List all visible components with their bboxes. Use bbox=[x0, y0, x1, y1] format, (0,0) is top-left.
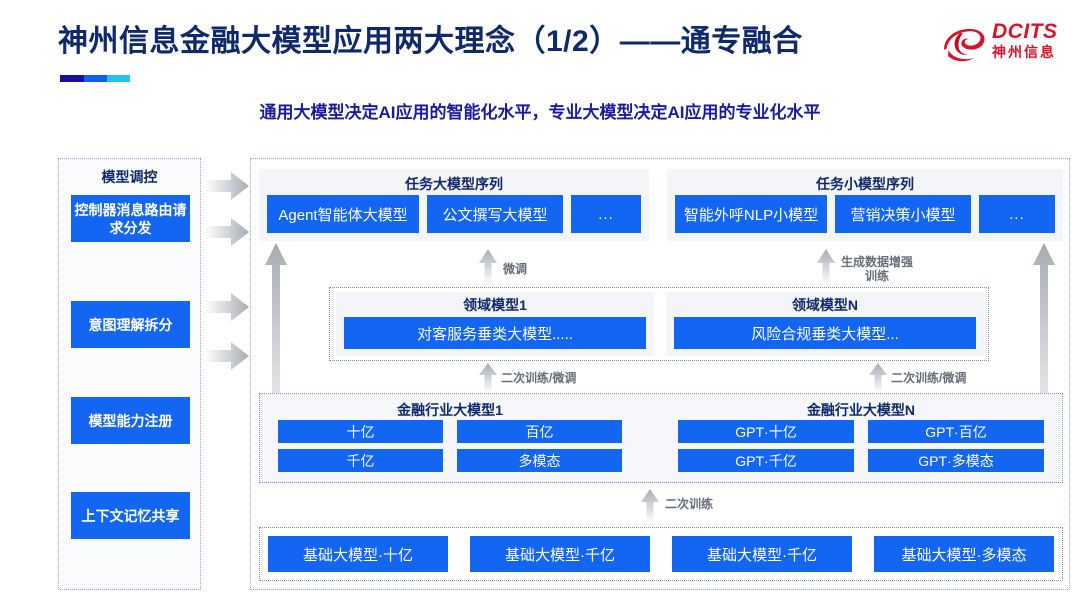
industry-model-1-title: 金融行业大模型1 bbox=[397, 402, 503, 418]
industry-model-n-card: 金融行业大模型N GPT·十亿 GPT·百亿 GPT·千亿 GPT·多模态 bbox=[670, 398, 1052, 480]
domain-model-1-card: 领域模型1 对客服务垂类大模型..... bbox=[336, 292, 654, 356]
right-arrow-icon-1 bbox=[205, 172, 249, 200]
underline-segment-2 bbox=[84, 75, 107, 82]
industry-model-n-cells: GPT·十亿 GPT·百亿 GPT·千亿 GPT·多模态 bbox=[678, 420, 1044, 472]
cell-industry1-hundred-billion[interactable]: 千亿 bbox=[278, 449, 443, 472]
logo-text: DCITS 神州信息 bbox=[992, 21, 1058, 61]
industry-model-1-card: 金融行业大模型1 十亿 百亿 千亿 多模态 bbox=[270, 398, 630, 480]
right-arrow-icon-3 bbox=[205, 293, 249, 321]
industry-model-group: 金融行业大模型1 十亿 百亿 千亿 多模态 金融行业大模型N GPT·十亿 GP… bbox=[259, 393, 1063, 483]
chip-customer-service-vertical-model[interactable]: 对客服务垂类大模型..... bbox=[344, 317, 646, 349]
control-item-context[interactable]: 上下文记忆共享 bbox=[71, 492, 190, 539]
flow-label-fine-tune: 微调 bbox=[503, 262, 528, 276]
underline-segment-1 bbox=[60, 75, 84, 82]
cell-industryn-gpt-billion[interactable]: GPT·十亿 bbox=[678, 420, 854, 443]
control-column-title: 模型调控 bbox=[101, 169, 158, 185]
chip-base-model-multimodal[interactable]: 基础大模型·多模态 bbox=[874, 536, 1054, 572]
task-large-model-items: Agent智能体大模型 公文撰写大模型 ... bbox=[267, 195, 641, 233]
chip-marketing-decision-model[interactable]: 营销决策小模型 bbox=[835, 195, 971, 233]
base-model-group: 基础大模型·十亿 基础大模型·千亿 基础大模型·千亿 基础大模型·多模态 bbox=[259, 527, 1063, 581]
domain-model-n-card: 领域模型N 风险合规垂类大模型... bbox=[666, 292, 984, 356]
task-small-model-sequence-title: 任务小模型序列 bbox=[816, 176, 914, 192]
flow-label-retrain: 二次训练 bbox=[665, 497, 714, 511]
up-arrow-icon-retrain-tune-left bbox=[479, 363, 497, 393]
logo-cn-text: 神州信息 bbox=[992, 44, 1056, 60]
logo-en-text: DCITS bbox=[992, 20, 1058, 43]
chip-base-model-billion[interactable]: 基础大模型·十亿 bbox=[268, 536, 448, 572]
task-small-model-sequence-card: 任务小模型序列 智能外呼NLP小模型 营销决策小模型 ... bbox=[667, 169, 1063, 241]
task-large-model-sequence-title: 任务大模型序列 bbox=[405, 176, 503, 192]
page-header: 神州信息金融大模型应用两大理念（1/2）——通专融合 DCITS 神州信息 通用… bbox=[0, 0, 1080, 123]
chip-document-model[interactable]: 公文撰写大模型 bbox=[427, 195, 563, 233]
right-arrow-icon-2 bbox=[205, 218, 249, 246]
cell-industry1-ten-billion[interactable]: 百亿 bbox=[457, 420, 622, 443]
up-arrow-icon-right-tall bbox=[1033, 243, 1055, 463]
task-small-model-items: 智能外呼NLP小模型 营销决策小模型 ... bbox=[675, 195, 1055, 233]
control-column: 模型调控 控制器消息路由请求分发 意图理解拆分 模型能力注册 上下文记忆共享 bbox=[58, 158, 201, 590]
chip-base-model-hundred-billion-1[interactable]: 基础大模型·千亿 bbox=[470, 536, 650, 572]
chip-more-small[interactable]: ... bbox=[979, 195, 1055, 233]
chip-risk-compliance-vertical-model[interactable]: 风险合规垂类大模型... bbox=[674, 317, 976, 349]
model-stack-panel: 任务大模型序列 Agent智能体大模型 公文撰写大模型 ... 任务小模型序列 … bbox=[250, 158, 1070, 590]
flow-label-data-augment: 生成数据增强 训练 bbox=[841, 255, 914, 283]
flow-label-retrain-tune-right: 二次训练/微调 bbox=[891, 371, 967, 385]
dcits-swirl-icon bbox=[944, 28, 985, 62]
industry-model-1-cells: 十亿 百亿 千亿 多模态 bbox=[278, 420, 622, 472]
chip-nlp-outbound-model[interactable]: 智能外呼NLP小模型 bbox=[675, 195, 827, 233]
base-model-row: 基础大模型·十亿 基础大模型·千亿 基础大模型·千亿 基础大模型·多模态 bbox=[268, 536, 1054, 572]
domain-model-group: 领域模型1 对客服务垂类大模型..... 领域模型N 风险合规垂类大模型... bbox=[329, 287, 989, 361]
cell-industryn-gpt-hundred-billion[interactable]: GPT·千亿 bbox=[678, 449, 854, 472]
control-item-registry[interactable]: 模型能力注册 bbox=[71, 397, 190, 444]
right-arrow-icon-4 bbox=[205, 342, 249, 370]
architecture-diagram: 模型调控 控制器消息路由请求分发 意图理解拆分 模型能力注册 上下文记忆共享 任… bbox=[0, 150, 1080, 598]
dcits-logo: DCITS 神州信息 bbox=[932, 18, 1072, 70]
up-arrow-icon-data-augment bbox=[817, 249, 835, 285]
cell-industry1-billion[interactable]: 十亿 bbox=[278, 420, 443, 443]
industry-model-n-title: 金融行业大模型N bbox=[806, 402, 916, 418]
chip-agent-model[interactable]: Agent智能体大模型 bbox=[267, 195, 419, 233]
underline-segment-3 bbox=[107, 75, 130, 82]
control-item-router[interactable]: 控制器消息路由请求分发 bbox=[71, 195, 190, 242]
cell-industryn-gpt-multimodal[interactable]: GPT·多模态 bbox=[868, 449, 1044, 472]
domain-model-n-title: 领域模型N bbox=[791, 297, 859, 313]
cell-industry1-multimodal[interactable]: 多模态 bbox=[457, 449, 622, 472]
domain-model-1-title: 领域模型1 bbox=[463, 297, 527, 313]
chip-base-model-hundred-billion-2[interactable]: 基础大模型·千亿 bbox=[672, 536, 852, 572]
flow-label-retrain-tune-left: 二次训练/微调 bbox=[501, 371, 577, 385]
control-item-intent[interactable]: 意图理解拆分 bbox=[71, 301, 190, 348]
up-arrow-icon-fine-tune bbox=[479, 249, 497, 285]
up-arrow-icon-retrain bbox=[641, 489, 659, 523]
up-arrow-icon-left-tall bbox=[265, 243, 287, 463]
up-arrow-icon-retrain-tune-right bbox=[869, 363, 887, 393]
page-title: 神州信息金融大模型应用两大理念（1/2）——通专融合 bbox=[58, 25, 803, 58]
page-subtitle: 通用大模型决定AI应用的智能化水平，专业大模型决定AI应用的专业化水平 bbox=[259, 103, 821, 122]
task-large-model-sequence-card: 任务大模型序列 Agent智能体大模型 公文撰写大模型 ... bbox=[259, 169, 649, 241]
title-underline-decoration bbox=[60, 75, 130, 82]
chip-more-large[interactable]: ... bbox=[571, 195, 641, 233]
cell-industryn-gpt-ten-billion[interactable]: GPT·百亿 bbox=[868, 420, 1044, 443]
